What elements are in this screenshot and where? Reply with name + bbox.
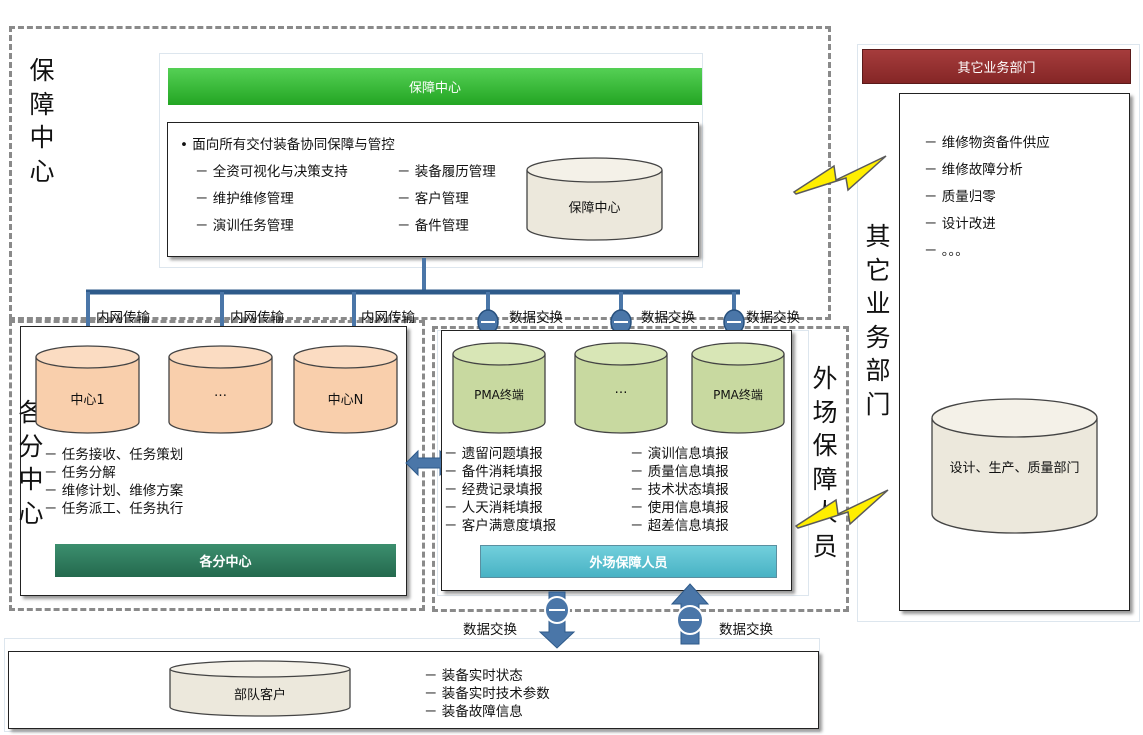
customer-exchange-left: 数据交换 (463, 622, 517, 638)
other-item: － 维修物资备件供应 (924, 135, 1050, 151)
pma-terminal-3: PMA终端 (691, 342, 785, 434)
gefen-footer-label: 各分中心 (199, 555, 252, 570)
gefen-item: － 任务分解 (44, 465, 116, 481)
waichang-footer-bar: 外场保障人员 (480, 545, 777, 578)
customer-item: － 装备故障信息 (424, 704, 523, 720)
waichang-left-item: － 人天消耗填报 (444, 500, 543, 516)
gefen-item: － 维修计划、维修方案 (44, 483, 184, 499)
lightning-bolt-icon (794, 489, 889, 529)
pma-terminal-label: PMA终端 (713, 388, 763, 402)
exchange-label-3: 数据交换 (746, 310, 800, 326)
gefen-center-1: 中心1 (35, 345, 140, 434)
customer-exchange-right: 数据交换 (719, 622, 773, 638)
baozhang-left-item: － 演训任务管理 (195, 218, 294, 234)
pma-terminal-label: PMA终端 (474, 388, 524, 402)
baozhang-database: 保障中心 (526, 157, 663, 241)
baozhang-right-item: － 客户管理 (397, 191, 469, 207)
other-database: 设计、生产、质量部门 (931, 398, 1098, 534)
waichang-left-item: － 客户满意度填报 (444, 518, 557, 534)
up-arrow-icon (670, 583, 710, 645)
waichang-right-item: － 演训信息填报 (630, 446, 729, 462)
down-arrow-icon (538, 591, 576, 649)
waichang-region (432, 326, 849, 612)
gefen-center-label: … (214, 385, 227, 400)
pma-terminal-label: … (614, 382, 628, 397)
baozhang-left-item: － 全资可视化与决策支持 (195, 164, 348, 180)
other-item: － 质量归零 (924, 189, 996, 205)
baozhang-bullet-main: • 面向所有交付装备协同保障与管控 (180, 137, 395, 153)
baozhang-left-item: － 维护维修管理 (195, 191, 294, 207)
gefen-item: － 任务派工、任务执行 (44, 501, 184, 517)
other-db-label: 设计、生产、质量部门 (949, 461, 1080, 476)
intranet-label-1: 内网传输 (96, 310, 150, 326)
gefen-item: － 任务接收、任务策划 (44, 447, 184, 463)
baozhang-right-item: － 装备履历管理 (397, 164, 496, 180)
other-header-bar: 其它业务部门 (862, 49, 1131, 84)
other-header-label: 其它业务部门 (957, 61, 1036, 76)
customer-db-label: 部队客户 (233, 688, 286, 703)
customer-panel (8, 651, 819, 729)
baozhang-db-label: 保障中心 (568, 201, 621, 216)
other-item: － 维修故障分析 (924, 162, 1023, 178)
baozhang-header-label: 保障中心 (408, 81, 461, 96)
baozhang-side-title: 保 障 中 心 (29, 56, 55, 186)
gefen-center-n: 中心N (293, 345, 398, 434)
exchange-label-2: 数据交换 (641, 310, 695, 326)
gefen-footer-bar: 各分中心 (55, 544, 396, 577)
pma-terminal-1: PMA终端 (452, 342, 546, 434)
other-item: － 设计改进 (924, 216, 996, 232)
waichang-left-item: － 备件消耗填报 (444, 464, 543, 480)
gefen-center-label: 中心1 (70, 393, 105, 408)
other-item: － 。。。 (924, 243, 969, 259)
customer-database: 部队客户 (169, 660, 351, 717)
customer-item: － 装备实时技术参数 (424, 686, 550, 702)
baozhang-header-bar: 保障中心 (168, 68, 702, 105)
waichang-left-item: － 遗留问题填报 (444, 446, 543, 462)
other-side-title: 其 它 业 务 部 门 (865, 222, 891, 419)
waichang-right-item: － 超差信息填报 (630, 518, 729, 534)
customer-item: － 装备实时状态 (424, 668, 523, 684)
waichang-right-item: － 质量信息填报 (630, 464, 729, 480)
intranet-label-3: 内网传输 (361, 310, 415, 326)
exchange-label-1: 数据交换 (509, 310, 563, 326)
waichang-footer-label: 外场保障人员 (589, 556, 668, 571)
intranet-label-2: 内网传输 (230, 310, 284, 326)
gefen-center-label: 中心N (327, 393, 364, 408)
waichang-right-item: － 使用信息填报 (630, 500, 729, 516)
gefen-center-2: … (168, 345, 273, 434)
waichang-left-item: － 经费记录填报 (444, 482, 543, 498)
pma-terminal-2: … (574, 342, 668, 434)
baozhang-right-item: － 备件管理 (397, 218, 469, 234)
lightning-bolt-icon (792, 155, 887, 195)
waichang-right-item: － 技术状态填报 (630, 482, 729, 498)
